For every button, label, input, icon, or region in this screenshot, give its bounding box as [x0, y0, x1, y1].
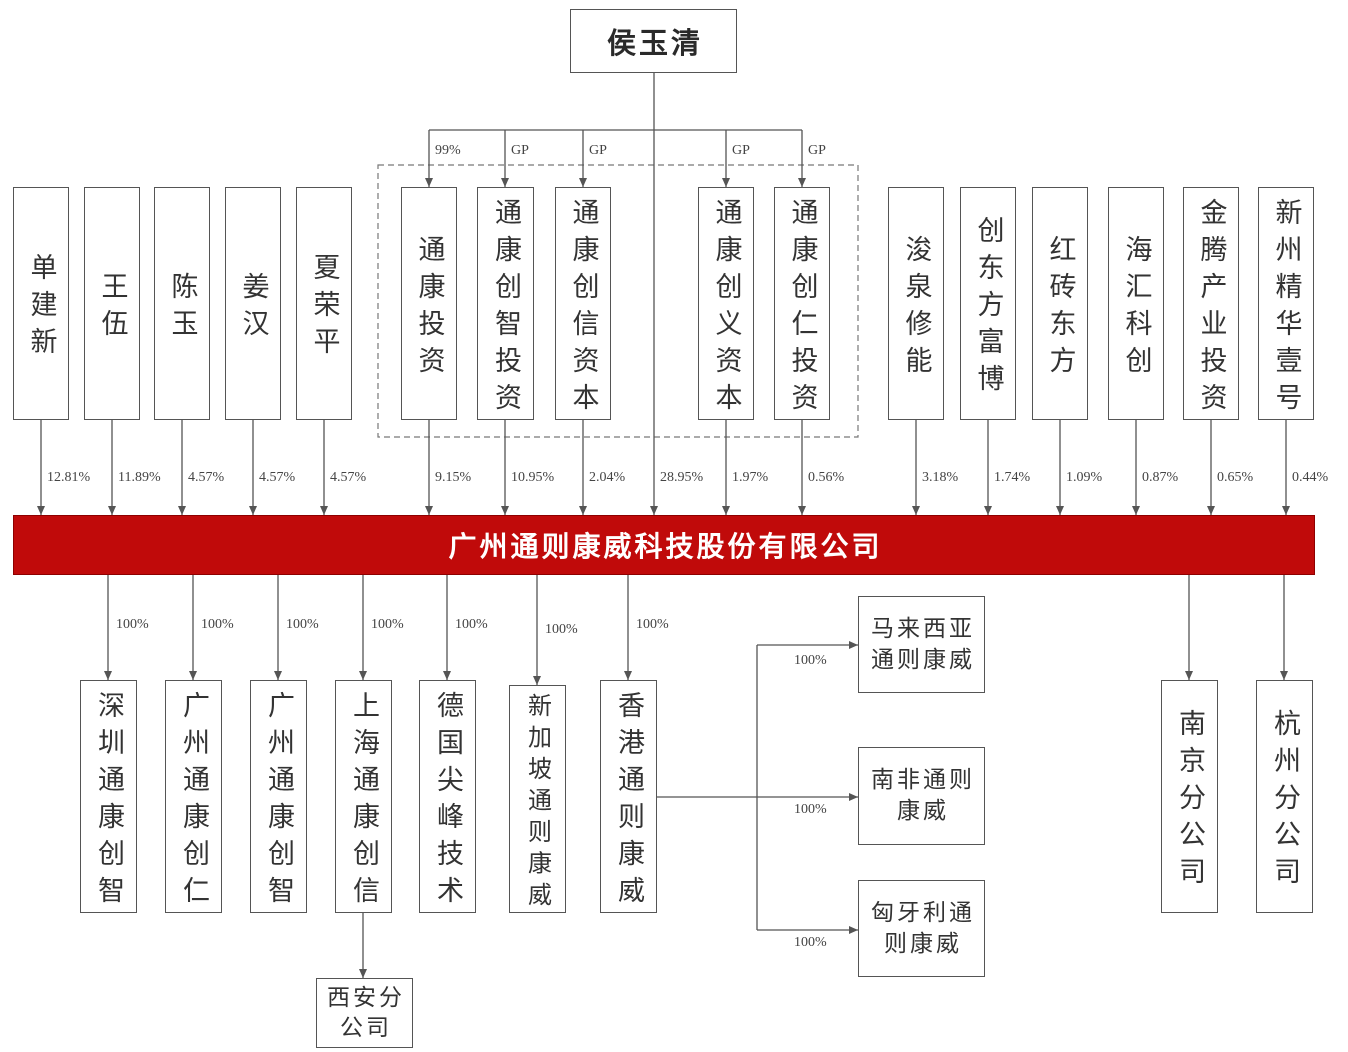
shareholder-name: 通康投资: [413, 234, 445, 383]
shareholder-box: 陈玉: [154, 187, 210, 420]
root-shareholder-name: 侯玉清: [606, 26, 703, 60]
shareholder-share: 11.89%: [118, 470, 161, 485]
root-link-label: GP: [732, 143, 750, 158]
shareholder-box: 单建新: [13, 187, 69, 420]
subsidiary-share: 100%: [636, 617, 669, 632]
shareholder-box: 通康创仁投资: [774, 187, 830, 420]
shareholder-name: 通康创信资本: [567, 197, 599, 420]
shareholder-name: 姜汉: [237, 271, 269, 346]
shareholder-share: 0.65%: [1217, 470, 1254, 485]
shareholder-name: 单建新: [25, 253, 57, 364]
shareholder-name: 海汇科创: [1120, 234, 1152, 383]
hk-subsidiary-share: 100%: [794, 935, 827, 950]
hk-subsidiary-name: 匈牙利通则康威: [871, 899, 975, 957]
root-direct-share: 28.95%: [660, 470, 704, 485]
root-shareholder-box: 侯玉清: [570, 9, 737, 73]
subsidiary-name: 广州通康创智: [263, 690, 294, 913]
subsidiary-box: 香港通则康威: [600, 680, 657, 913]
subsidiary-share: 100%: [201, 617, 234, 632]
shareholder-share: 4.57%: [330, 470, 367, 485]
subsidiary-name: 深圳通康创智: [93, 690, 124, 913]
hk-subsidiary-name: 马来西亚通则康威: [871, 615, 975, 673]
shareholder-share: 3.18%: [922, 470, 959, 485]
shareholder-name: 王伍: [96, 271, 128, 346]
shareholder-share: 9.15%: [435, 470, 472, 485]
hk-subsidiary-name: 南非通则康威: [871, 767, 975, 824]
root-link-label: GP: [511, 143, 529, 158]
root-link-label: GP: [589, 143, 607, 158]
shareholder-share: 0.44%: [1292, 470, 1329, 485]
hk-subsidiary-share: 100%: [794, 653, 827, 668]
hk-subsidiary-share: 100%: [794, 802, 827, 817]
subsidiary-share: 100%: [116, 617, 149, 632]
shareholder-name: 金腾产业投资: [1195, 197, 1227, 420]
hk-subsidiary-box: 南非通则康威: [858, 747, 985, 845]
shareholder-name: 通康创义资本: [710, 197, 742, 420]
shareholder-name: 通康创仁投资: [786, 197, 818, 420]
shareholder-box: 通康创智投资: [477, 187, 534, 420]
branch-box: 杭州分公司: [1256, 680, 1313, 913]
shareholder-share: 10.95%: [511, 470, 555, 485]
hk-subsidiary-box: 匈牙利通则康威: [858, 880, 985, 977]
shareholder-box: 通康创信资本: [555, 187, 611, 420]
shareholder-name: 新州精华壹号: [1270, 197, 1302, 420]
shareholder-share: 1.09%: [1066, 470, 1103, 485]
shareholder-share: 2.04%: [589, 470, 626, 485]
subsidiary-share: 100%: [455, 617, 488, 632]
shareholder-share: 12.81%: [47, 470, 91, 485]
shareholder-name: 创东方富博: [972, 216, 1004, 401]
shareholder-share: 4.57%: [259, 470, 296, 485]
subsidiary-box: 广州通康创智: [250, 680, 307, 913]
subsidiary-box: 新加坡通则康威: [509, 685, 566, 913]
shareholder-box: 王伍: [84, 187, 140, 420]
shareholder-box: 姜汉: [225, 187, 281, 420]
subsidiary-box: 广州通康创仁: [165, 680, 222, 913]
subsidiary-share: 100%: [286, 617, 319, 632]
root-link-label: 99%: [435, 143, 461, 158]
shareholder-share: 4.57%: [188, 470, 225, 485]
subsidiary-name: 香港通则康威: [613, 690, 644, 913]
subsidiary-name: 德国尖峰技术: [432, 690, 463, 913]
company-name: 广州通则康威科技股份有限公司: [448, 530, 883, 563]
shareholder-share: 0.56%: [808, 470, 845, 485]
shanghai-branch-box: 西安分公司: [316, 978, 413, 1048]
subsidiary-share: 100%: [371, 617, 404, 632]
shareholder-share: 1.97%: [732, 470, 769, 485]
subsidiary-box: 上海通康创信: [335, 680, 392, 913]
hk-subsidiary-box: 马来西亚通则康威: [858, 596, 985, 693]
shareholder-name: 陈玉: [166, 271, 198, 346]
subsidiary-name: 上海通康创信: [348, 690, 379, 913]
subsidiary-name: 广州通康创仁: [178, 690, 209, 913]
affiliate-group-dashed-frame: [377, 164, 859, 438]
shareholder-box: 海汇科创: [1108, 187, 1164, 420]
shareholder-name: 红砖东方: [1044, 234, 1076, 383]
shareholder-share: 0.87%: [1142, 470, 1179, 485]
subsidiary-box: 深圳通康创智: [80, 680, 137, 913]
shareholder-box: 红砖东方: [1032, 187, 1088, 420]
branch-box: 南京分公司: [1161, 680, 1218, 913]
shanghai-branch-name: 西安分公司: [327, 985, 405, 1041]
subsidiary-name: 新加坡通则康威: [523, 692, 552, 914]
root-link-label: GP: [808, 143, 826, 158]
shareholder-box: 通康投资: [401, 187, 457, 420]
shareholder-name: 浚泉修能: [900, 234, 932, 383]
subsidiary-box: 德国尖峰技术: [419, 680, 476, 913]
company-bar: 广州通则康威科技股份有限公司: [13, 515, 1315, 575]
branch-name: 南京分公司: [1174, 709, 1205, 894]
shareholder-box: 浚泉修能: [888, 187, 944, 420]
subsidiary-share: 100%: [545, 622, 578, 637]
shareholder-box: 创东方富博: [960, 187, 1016, 420]
shareholder-box: 新州精华壹号: [1258, 187, 1314, 420]
branch-name: 杭州分公司: [1269, 709, 1300, 894]
shareholder-name: 夏荣平: [308, 253, 340, 364]
shareholder-share: 1.74%: [994, 470, 1031, 485]
shareholder-box: 通康创义资本: [698, 187, 754, 420]
shareholder-box: 金腾产业投资: [1183, 187, 1239, 420]
shareholder-name: 通康创智投资: [490, 197, 521, 420]
shareholder-box: 夏荣平: [296, 187, 352, 420]
